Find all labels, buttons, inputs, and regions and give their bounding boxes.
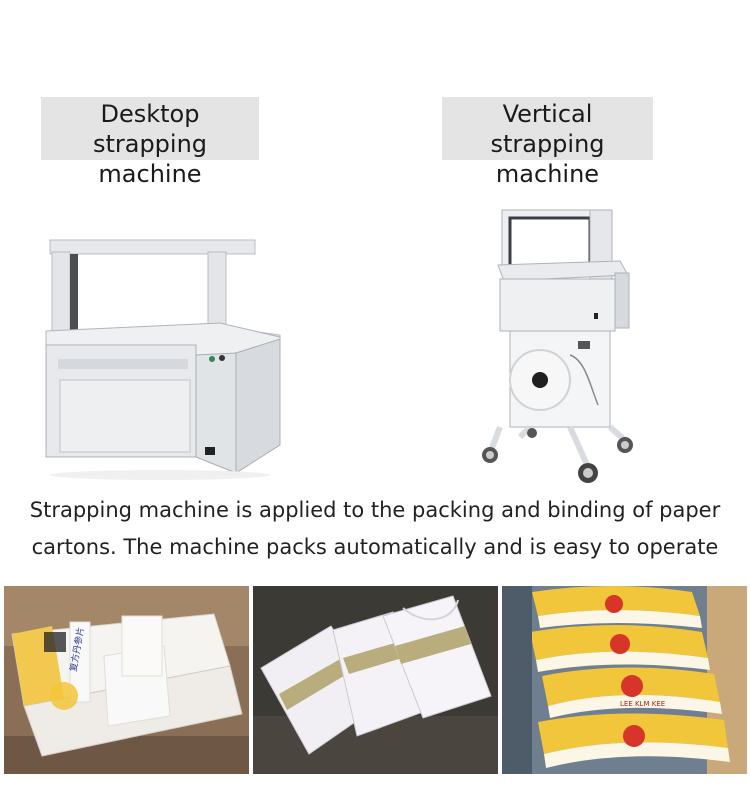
description-line-2: cartons. The machine packs automatically… <box>31 535 719 559</box>
medicine-cartons-photo: 复方丹参片 <box>4 586 249 774</box>
paper-packs-photo <box>253 586 498 774</box>
vertical-strapping-machine-image <box>470 205 635 490</box>
desktop-label-line1: Desktop strapping <box>92 100 208 158</box>
vertical-label-line2: machine <box>495 160 600 188</box>
description-text: Strapping machine is applied to the pack… <box>0 492 750 566</box>
desktop-strapping-machine-image <box>40 235 288 483</box>
vertical-machine-label: Vertical strapping machine <box>442 97 653 188</box>
description-line-1: Strapping machine is applied to the pack… <box>29 498 721 522</box>
vertical-label-line1: Vertical strapping <box>490 100 605 158</box>
yellow-boxes-photo: LEE KLM KEE <box>502 586 747 774</box>
desktop-label-line2: machine <box>98 160 202 188</box>
desktop-machine-label: Desktop strapping machine <box>41 97 259 188</box>
brand-text: LEE KLM KEE <box>620 700 665 708</box>
